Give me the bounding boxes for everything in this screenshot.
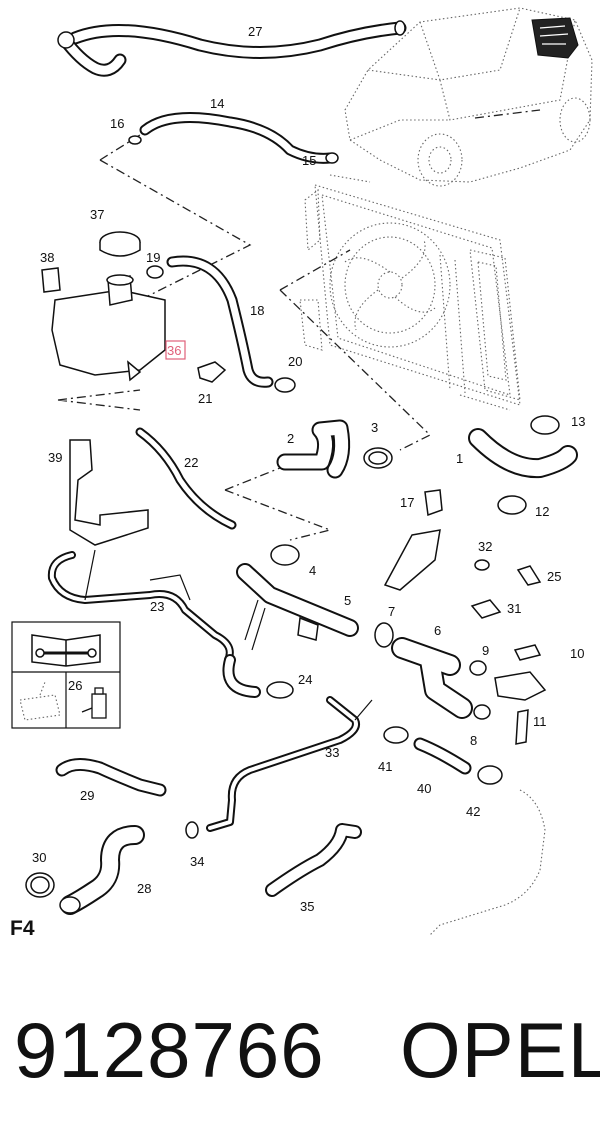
label-33: 33: [325, 745, 339, 760]
label-41: 41: [378, 759, 392, 774]
label-26: 26: [68, 678, 82, 693]
part-number: 9128766: [14, 1006, 325, 1094]
label-24: 24: [298, 672, 312, 687]
label-25: 25: [547, 569, 561, 584]
section-code: F4: [10, 917, 35, 940]
label-39: 39: [48, 450, 62, 465]
label-19: 19: [146, 250, 160, 265]
hoses: [47, 21, 578, 936]
part-labels: 27 14 16 15 37 38 19 18 36 20 21 2 3 13 …: [32, 24, 585, 914]
label-6: 6: [434, 623, 441, 638]
label-38: 38: [40, 250, 54, 265]
label-8: 8: [470, 733, 477, 748]
label-29: 29: [80, 788, 94, 803]
label-42: 42: [466, 804, 480, 819]
label-37: 37: [90, 207, 104, 222]
label-22: 22: [184, 455, 198, 470]
label-1: 1: [456, 451, 463, 466]
label-17: 17: [400, 495, 414, 510]
label-32: 32: [478, 539, 492, 554]
label-9: 9: [482, 643, 489, 658]
brand-name: OPEL: [400, 1006, 600, 1094]
label-14: 14: [210, 96, 224, 111]
label-12: 12: [535, 504, 549, 519]
engine-bay-highlight: [531, 17, 579, 59]
label-23: 23: [150, 599, 164, 614]
label-13: 13: [571, 414, 585, 429]
label-5: 5: [344, 593, 351, 608]
book-wrench-icon: [31, 634, 101, 667]
label-21: 21: [198, 391, 212, 406]
bottle-icon: [81, 687, 107, 719]
label-2: 2: [287, 431, 294, 446]
label-36: 36: [167, 343, 181, 358]
label-40: 40: [417, 781, 431, 796]
label-34: 34: [190, 854, 204, 869]
label-20: 20: [288, 354, 302, 369]
label-10: 10: [570, 646, 584, 661]
label-7: 7: [388, 604, 395, 619]
label-31: 31: [507, 601, 521, 616]
instruction-icon-box: [11, 621, 121, 729]
label-35: 35: [300, 899, 314, 914]
label-15: 15: [302, 153, 316, 168]
label-27: 27: [248, 24, 262, 39]
label-16: 16: [110, 116, 124, 131]
label-3: 3: [371, 420, 378, 435]
label-18: 18: [250, 303, 264, 318]
label-4: 4: [309, 563, 316, 578]
car-silhouette: [344, 7, 593, 187]
label-28: 28: [137, 881, 151, 896]
label-30: 30: [32, 850, 46, 865]
parts: [25, 20, 560, 914]
radiator-fan-assembly: [299, 174, 521, 411]
highlighted-part-36-box: [165, 340, 186, 360]
label-11: 11: [533, 714, 547, 729]
